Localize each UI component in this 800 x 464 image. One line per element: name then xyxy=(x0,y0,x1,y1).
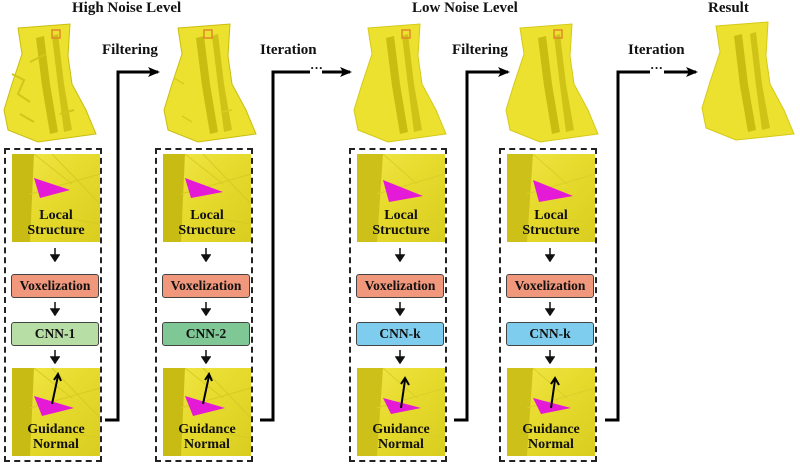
down-arrow xyxy=(201,350,211,364)
title-low-noise: Low Noise Level xyxy=(412,0,518,16)
local-structure-patch xyxy=(357,154,445,242)
ellipsis-1: ··· xyxy=(310,60,324,75)
down-arrow xyxy=(201,248,211,262)
guidance-normal-patch xyxy=(163,368,251,456)
cnn-k-box: CNN-k xyxy=(356,322,444,346)
down-arrow xyxy=(395,302,405,316)
ellipsis-2: ··· xyxy=(650,60,664,75)
down-arrow xyxy=(395,350,405,364)
guidance-normal-patch xyxy=(357,368,445,456)
cnn-k-box: CNN-k xyxy=(506,322,594,346)
connector-filtering-1 xyxy=(105,67,160,422)
down-arrow xyxy=(50,248,60,262)
down-arrow xyxy=(545,248,555,262)
voxelization-box: Voxelization xyxy=(11,274,99,298)
down-arrow xyxy=(50,302,60,316)
down-arrow xyxy=(50,350,60,364)
mesh-model-low-noise-filtered xyxy=(505,23,599,143)
voxelization-box: Voxelization xyxy=(506,274,594,298)
local-structure-patch xyxy=(163,154,251,242)
mesh-model-result xyxy=(701,21,795,141)
mesh-model-noisy xyxy=(3,23,97,143)
connector-iteration-2 xyxy=(605,70,650,422)
label-iteration-1: Iteration xyxy=(260,42,317,58)
label-filtering-1: Filtering xyxy=(102,42,158,58)
label-iteration-2: Iteration xyxy=(628,42,685,58)
title-high-noise: High Noise Level xyxy=(72,0,182,16)
cnn-1-box: CNN-1 xyxy=(11,322,99,346)
local-structure-patch xyxy=(507,154,595,242)
guidance-normal-patch xyxy=(12,368,100,456)
down-arrow xyxy=(545,350,555,364)
down-arrow xyxy=(395,248,405,262)
connector-filtering-2 xyxy=(454,67,510,422)
connector-iteration-1 xyxy=(260,70,310,422)
down-arrow xyxy=(201,302,211,316)
voxelization-box: Voxelization xyxy=(162,274,250,298)
local-structure-patch xyxy=(12,154,100,242)
cnn-2-box: CNN-2 xyxy=(162,322,250,346)
down-arrow xyxy=(545,302,555,316)
title-result: Result xyxy=(708,0,749,16)
guidance-normal-patch xyxy=(507,368,595,456)
voxelization-box: Voxelization xyxy=(356,274,444,298)
mesh-model-low-noise xyxy=(353,23,447,143)
mesh-model-filtered xyxy=(163,23,257,143)
label-filtering-2: Filtering xyxy=(452,42,508,58)
